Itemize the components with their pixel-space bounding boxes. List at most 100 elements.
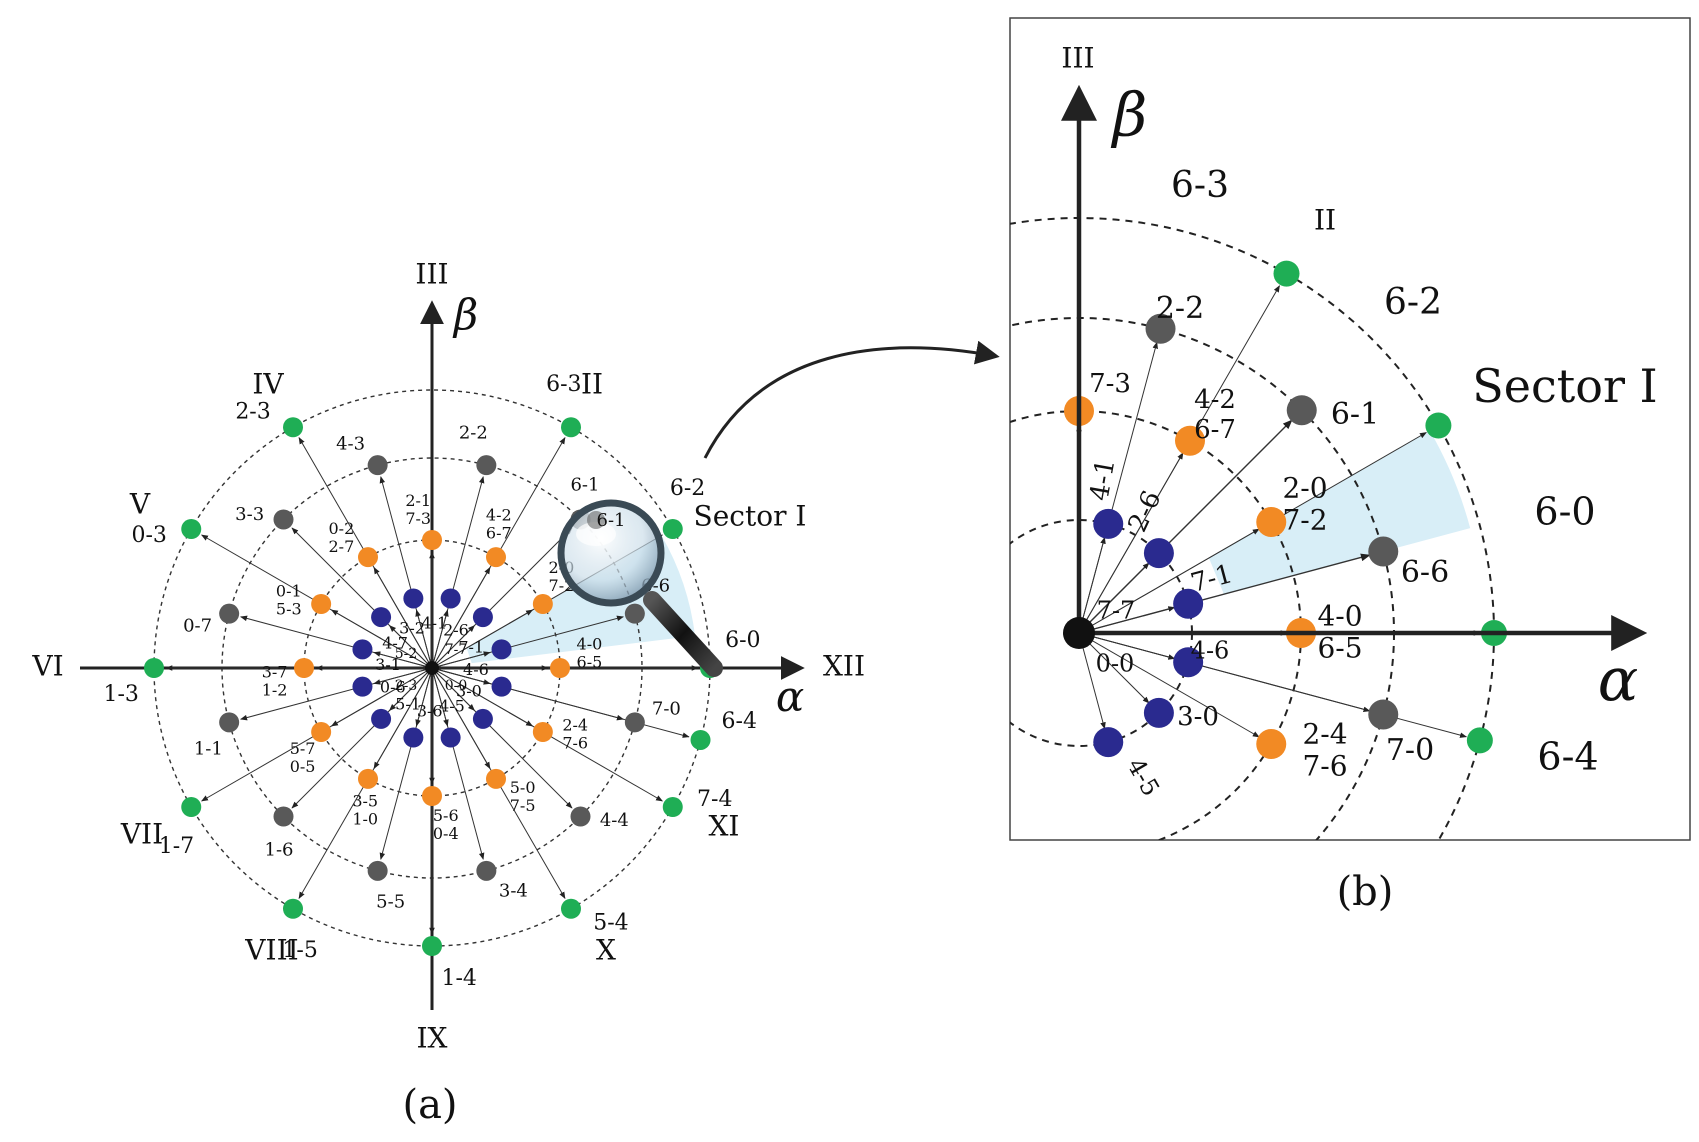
vector-label: 0-3: [132, 523, 167, 548]
vector-point-third: [358, 768, 378, 789]
vector-point-second: [367, 860, 388, 881]
vector-label: 7-3: [405, 509, 431, 528]
vector-label: 6-7: [486, 523, 512, 542]
zoom-vector-arrow: [1078, 536, 1106, 634]
origin-point: [425, 661, 439, 675]
vector-point-third: [311, 722, 332, 742]
magnifier-label: 6-1: [597, 510, 626, 531]
vector-arrow: [431, 667, 475, 711]
vector-label: 1-7: [159, 834, 194, 859]
vector-arrow: [431, 566, 491, 669]
vector-label: 1-5: [282, 938, 317, 963]
vector-point-inner: [403, 727, 424, 748]
vector-point-second: [570, 806, 591, 827]
zoom-origin-point: [1063, 617, 1095, 649]
vector-label: 2-1: [405, 491, 431, 510]
vector-label: 0-7: [183, 616, 212, 637]
zoom-vector-label: 6-0: [1534, 490, 1595, 534]
vector-arrow: [431, 625, 475, 669]
vector-label: 3-5: [352, 792, 378, 811]
zoom-vector-point-second: [1145, 313, 1176, 344]
center-label: 0-0: [445, 678, 468, 694]
zoom-vector-point-outer: [1466, 727, 1493, 754]
zoom-connector-arrow: [703, 340, 1000, 459]
sector-label-ix: IX: [417, 1022, 448, 1055]
vector-label: 2-7: [328, 537, 354, 556]
zoom-vector-label: 6-4: [1537, 735, 1598, 779]
vector-point-second: [476, 860, 497, 881]
panel-b-frame: [1009, 17, 1691, 841]
zoom-vector-arrow: [1078, 632, 1150, 704]
zoom-vector-point-inner: [1093, 508, 1124, 539]
vector-point-third: [294, 658, 314, 678]
zoom-sector-label-ii: II: [1314, 204, 1336, 237]
vector-label: 1-3: [103, 682, 138, 707]
sector-label-vii: VII: [120, 818, 163, 851]
vector-point-third: [311, 594, 332, 614]
vector-arrow: [415, 667, 433, 727]
alpha-symbol: α: [776, 672, 804, 721]
zoom-vector-label: 6-7: [1194, 415, 1236, 445]
vector-label: 0-1: [276, 582, 302, 601]
vector-point-outer: [181, 797, 202, 817]
sector-label-v: V: [129, 488, 151, 521]
vector-point-third: [422, 786, 442, 806]
vector-label: 4-6: [463, 660, 489, 679]
zoom-vector-arrow: [1078, 562, 1150, 634]
vector-label: 3-2: [399, 618, 425, 637]
vector-point-second: [219, 603, 240, 624]
zoom-vector-label: 6-6: [1401, 555, 1449, 590]
vector-point-third: [486, 547, 506, 568]
vector-point-outer: [181, 519, 202, 539]
zoom-vector-point-second: [1368, 699, 1399, 730]
vector-label: 6-1: [570, 475, 599, 496]
vector-label: 1-6: [265, 839, 294, 860]
vector-label: 2-6: [443, 621, 469, 640]
vector-label: 6-0: [725, 628, 760, 653]
center-label: 5-2: [395, 646, 418, 662]
vector-label: 2-4: [562, 715, 588, 734]
vector-point-outer: [561, 898, 581, 919]
zoom-vector-point-inner: [1173, 588, 1204, 619]
vector-label: 3-0: [456, 681, 482, 700]
vector-label: 5-3: [276, 600, 302, 619]
zoom-vector-point-inner: [1093, 727, 1124, 758]
vector-label: 4-4: [600, 810, 629, 831]
vector-label: 1-1: [194, 738, 223, 759]
sector-label-ii: II: [581, 368, 603, 401]
beta-symbol: β: [452, 290, 478, 339]
vector-point-outer: [561, 417, 581, 438]
vector-label: 4-1: [421, 614, 447, 633]
vector-arrow: [373, 566, 433, 669]
sector-label-xi: XI: [709, 810, 740, 843]
vector-label: 4-0: [577, 635, 603, 654]
zoom-vector-point-inner: [1143, 538, 1174, 569]
vector-point-second: [624, 603, 645, 624]
vector-point-inner: [440, 727, 461, 748]
zoom-vector-arrow: [1078, 632, 1260, 738]
vector-point-third: [532, 722, 553, 742]
vector-label: 7-0: [652, 698, 681, 719]
vector-label: 3-6: [417, 701, 443, 720]
vector-label: 1-4: [441, 966, 476, 991]
zoom-vector-label: 4-1: [1085, 457, 1122, 503]
vector-label: 2-3: [235, 399, 270, 424]
zoom-vector-label: 7-6: [1302, 750, 1347, 783]
sector-label-xii: XII: [823, 650, 865, 683]
zoom-vector-label: 2-2: [1156, 291, 1204, 326]
vector-arrow: [431, 667, 534, 727]
caption-b: (b): [1337, 869, 1394, 915]
vector-label: 0-5: [290, 757, 316, 776]
vector-label: 0-6: [380, 677, 406, 696]
vector-point-second: [273, 806, 294, 827]
zoom-vector-label: 3-0: [1177, 702, 1219, 732]
vector-label: 4-5: [439, 697, 465, 716]
vector-point-inner: [472, 708, 493, 729]
vector-label: 3-1: [375, 655, 401, 674]
zoom-beta-symbol: β: [1111, 81, 1148, 151]
magnifier-icon: 6-1: [557, 499, 723, 677]
zoom-vector-point-second: [1368, 536, 1399, 567]
vector-point-inner: [352, 676, 373, 697]
zoom-vector-label: 6-5: [1317, 632, 1362, 665]
